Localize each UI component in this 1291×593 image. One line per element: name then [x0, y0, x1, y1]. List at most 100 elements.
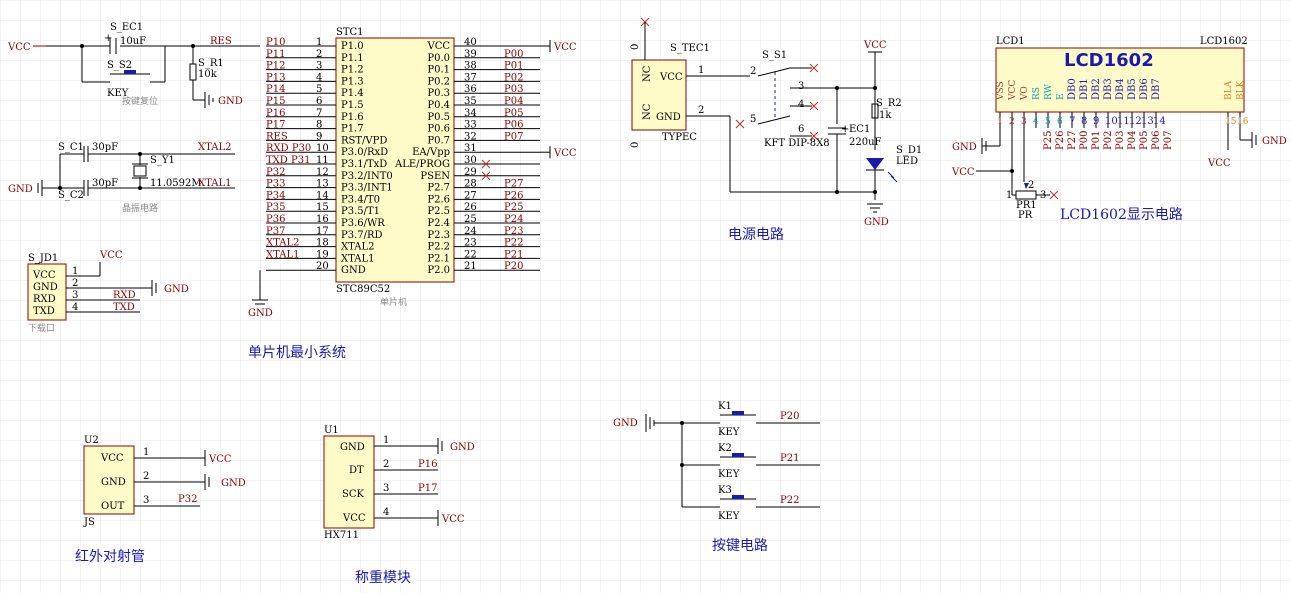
mcu-left-pin-number: 12 [316, 167, 329, 178]
mcu-left-pin-number: 17 [316, 226, 329, 237]
mcu-left-pin-number: 5 [316, 84, 322, 95]
weigh-pin-dt: DT [349, 465, 364, 476]
lcd-pin-number: 9 [1093, 116, 1099, 127]
mcu-right-pin-name: P0.2 [427, 76, 450, 87]
key-ref: K1 [718, 401, 732, 412]
key-net-label: P20 [780, 411, 799, 422]
mcu-left-pin-name: P1.5 [341, 100, 364, 111]
lcd-pin-name: DB1 [1079, 78, 1090, 100]
keys-gnd-label: GND [613, 418, 638, 429]
lcd-pins: VSS1VCC2VO3RS4RW5E6DB07DB18DB29DB310DB41… [996, 78, 1249, 150]
weigh-pin-sck: SCK [342, 489, 365, 500]
reset-caption: 按键复位 [122, 95, 158, 107]
key-ref: K2 [718, 443, 732, 454]
lcd-circuit: LCD1 LCD1602 LCD1602 VSS1VCC2VO3RS4RW5E6… [951, 36, 1287, 223]
mcu-right-pin-number: 23 [464, 238, 477, 249]
mcu-right-pin-number: 29 [464, 167, 477, 178]
lcd-net-label: P02 [1103, 131, 1114, 150]
download-txd-label: TXD [113, 302, 135, 313]
lcd-net-label: P00 [1079, 131, 1090, 150]
mcu-left-pin-number: 10 [316, 143, 329, 154]
dip-num-2: 2 [750, 66, 756, 77]
r2-value: 1k [879, 110, 892, 121]
mcu-right-pin-name: P2.7 [427, 183, 450, 194]
mcu-left-net-label: P36 [266, 214, 285, 225]
mcu-right-net-label: P26 [504, 190, 523, 201]
download-gnd-label: GND [164, 284, 189, 295]
mcu-right-pin-number: 22 [464, 249, 477, 260]
mcu-right-pin-number: 31 [464, 143, 477, 154]
lcd-pin-number: 6 [1057, 117, 1063, 127]
ir-gnd-label: GND [221, 478, 246, 489]
lcd-ref: LCD1 [996, 36, 1025, 47]
key-cap [732, 453, 744, 457]
mcu-right-pin-name: EA/Vpp [412, 147, 450, 158]
pot-num-3: 3 [1040, 190, 1046, 201]
ir-out-net: P32 [178, 494, 197, 505]
download-pin-4: TXD [33, 306, 55, 317]
lcd-pin-number: 11 [1117, 116, 1130, 127]
weigh-vcc-label: VCC [441, 514, 465, 525]
mcu-left-pin-name: P3.4/T0 [341, 194, 380, 205]
lcd-big-label: LCD1602 [1064, 50, 1154, 71]
mcu-left-net-label: P10 [266, 37, 285, 48]
mcu-left-net-label: P11 [266, 49, 285, 60]
ir-circuit: U2 VCC GND OUT JS 1 2 3 VCC GND P32 红外对射… [75, 435, 246, 565]
mcu-right-pin-name: P0.6 [427, 124, 450, 135]
mcu-right-net-label: P27 [504, 179, 523, 190]
mcu-left-pin-name: P1.0 [341, 41, 364, 52]
r2-ref: S_R2 [876, 98, 902, 109]
ec1-plus-ref: + [841, 124, 849, 135]
ir-pin-gnd: GND [101, 477, 126, 488]
ir-vcc-label: VCC [208, 454, 232, 465]
download-ref: S_JD1 [28, 253, 58, 264]
ir-ref: U2 [84, 435, 99, 446]
reset-switch-ref: S_S2 [107, 60, 132, 71]
dip-num-6: 6 [798, 124, 804, 135]
download-num-2: 2 [72, 278, 78, 289]
download-port: S_JD1 VCC GND RXD TXD 1 2 3 4 VCC GND RX… [27, 250, 189, 334]
mcu-left-pin-name: P3.7/RD [341, 230, 383, 241]
mcu-part: STC89C52 [336, 284, 390, 295]
mcu-right-pin-number: 24 [464, 226, 477, 237]
mcu-left-pin-name: GND [341, 265, 366, 276]
weigh-sck-net: P17 [418, 483, 437, 494]
mcu-section-title: 单片机最小系统 [248, 345, 346, 361]
pot-value: PR [1018, 210, 1033, 221]
mcu-right-pin-name: P0.0 [427, 53, 450, 64]
mcu-left-pin-number: 16 [316, 214, 329, 225]
lcd-pin-number: 4 [1033, 117, 1039, 127]
lcd-net-label: P03 [1115, 131, 1126, 150]
pot-num-1: 1 [1006, 190, 1012, 201]
mcu-right-pin-name: P2.0 [427, 265, 450, 276]
mcu-left-pin-name: P1.6 [341, 112, 364, 123]
reset-circuit: VCC + S_EC1 10uF S_S2 KEY 按键复位 S_R1 10k … [7, 22, 260, 108]
ir-num-2: 2 [143, 471, 149, 482]
mcu-right-pin-name: P2.1 [427, 253, 450, 264]
pot-ref: PR1 [1016, 200, 1037, 211]
key-net-label: P21 [780, 453, 799, 464]
mcu-right-net-label: VCC [553, 148, 577, 159]
mcu-right-pin-number: 36 [464, 84, 477, 95]
power-circuit: S_TEC1 VCC GND NC NC TYPEC 0 0 1 2 S_S1 … [630, 17, 922, 243]
mcu-right-pin-name: P0.3 [427, 88, 450, 99]
mcu-right-pin-number: 28 [464, 179, 477, 190]
mcu-left-pin-name: P3.2/INT0 [341, 171, 393, 182]
weigh-num-4: 4 [383, 507, 389, 518]
lcd-part: LCD1602 [1200, 36, 1248, 47]
c1-value: 30pF [92, 142, 118, 153]
download-num-3: 3 [72, 290, 78, 301]
mcu-gnd-label: GND [248, 308, 273, 319]
weigh-gnd-label: GND [450, 442, 475, 453]
mcu-right-pin-number: 25 [464, 214, 477, 225]
mcu-left-pin-name: XTAL1 [341, 253, 374, 264]
mcu-left-pin-number: 11 [316, 155, 329, 166]
download-num-4: 4 [72, 302, 78, 313]
mcu-left-pin-number: 1 [316, 37, 322, 48]
crystal-caption: 晶振电路 [122, 202, 158, 214]
keys-section-title: 按键电路 [712, 538, 768, 554]
dip-switch-ref: S_S1 [762, 50, 787, 61]
reset-cap-ref: S_EC1 [110, 22, 143, 33]
mcu-right-pin-number: 38 [464, 61, 477, 72]
mcu-left-pin-number: 2 [316, 49, 322, 60]
